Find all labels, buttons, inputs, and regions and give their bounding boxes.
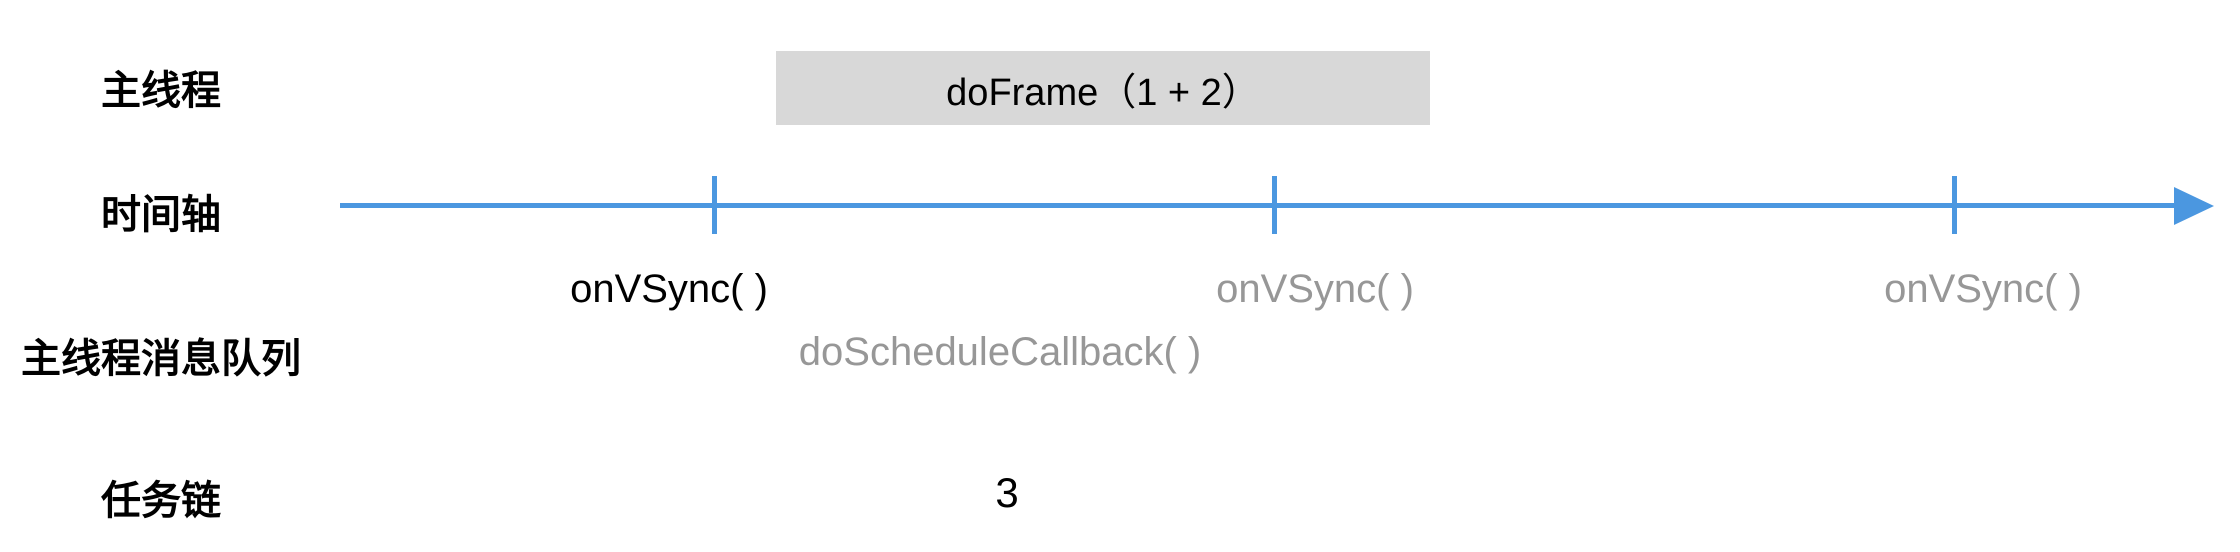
row-label-message-queue: 主线程消息队列 [21, 337, 301, 381]
arrowhead-icon [2174, 187, 2214, 225]
row-label-main-thread: 主线程 [101, 69, 221, 113]
onvsync-label-3: onVSync( ) [1884, 267, 2082, 311]
onvsync-label-1: onVSync( ) [570, 267, 768, 311]
doschedulecallback-label: doScheduleCallback( ) [798, 330, 1202, 374]
doframe-block: doFrame（1 + 2） [776, 51, 1430, 125]
onvsync-label-2: onVSync( ) [1216, 267, 1414, 311]
row-label-task-chain: 任务链 [101, 479, 221, 523]
axis-tick-3 [1952, 176, 1957, 234]
axis-tick-2 [1272, 176, 1277, 234]
timeline-axis-line [340, 203, 2178, 208]
axis-tick-1 [712, 176, 717, 234]
row-label-time-axis: 时间轴 [101, 193, 221, 237]
doframe-label: doFrame（1 + 2） [946, 71, 1260, 114]
task-chain-value: 3 [995, 469, 1019, 516]
